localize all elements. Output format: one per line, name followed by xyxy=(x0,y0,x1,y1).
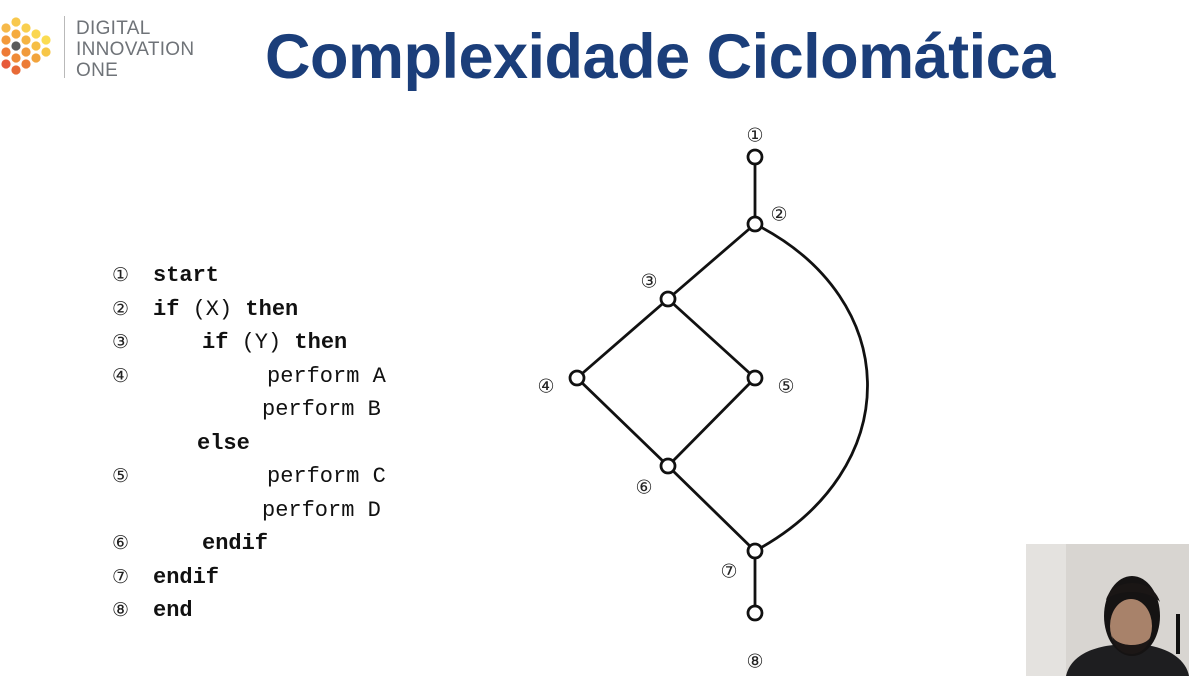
dio-logo: DIGITAL INNOVATION ONE xyxy=(0,12,230,84)
code-keyword: then xyxy=(245,296,299,322)
code-line: ① start xyxy=(112,259,472,293)
graph-node-n1 xyxy=(746,148,764,166)
graph-node-label: ② xyxy=(770,204,787,226)
code-keyword: if xyxy=(153,296,180,322)
code-line-number: ⑦ xyxy=(112,565,130,588)
graph-edge-n2-n3 xyxy=(667,222,756,301)
logo-line-2: INNOVATION xyxy=(76,39,195,60)
logo-dot xyxy=(11,53,21,63)
logo-dot xyxy=(1,23,11,33)
code-keyword: endif xyxy=(153,564,220,590)
code-line-number: ① xyxy=(112,264,130,286)
presenter-webcam xyxy=(1026,544,1189,676)
code-token: perform D xyxy=(262,497,381,523)
logo-dot xyxy=(21,35,31,45)
code-keyword: end xyxy=(153,598,193,623)
code-token: (X) xyxy=(179,296,246,322)
dio-hexagon-logo-icon xyxy=(1,17,51,75)
graph-edge-n6-n7 xyxy=(667,464,756,553)
logo-wordmark: DIGITAL INNOVATION ONE xyxy=(76,18,194,81)
code-line-text: perform B xyxy=(262,393,381,427)
code-line-text: end xyxy=(153,594,193,628)
code-line-number: ④ xyxy=(112,364,130,387)
graph-edge-n2-n7 xyxy=(754,222,869,553)
code-line-number: ⑤ xyxy=(112,465,130,487)
logo-dot xyxy=(1,35,11,45)
code-line: ⑥ endif xyxy=(112,527,472,561)
code-line: ④ perform A xyxy=(112,360,472,394)
logo-line-3: ONE xyxy=(76,60,119,81)
code-line-text: endif xyxy=(202,527,268,561)
code-keyword: if xyxy=(202,330,229,355)
graph-node-label: ⑥ xyxy=(635,477,652,499)
code-line: ⑦ endif xyxy=(112,561,472,595)
graph-node-label: ⑤ xyxy=(777,376,794,398)
code-keyword: else xyxy=(197,430,250,456)
graph-node-label: ① xyxy=(746,125,763,147)
logo-dot xyxy=(11,41,21,51)
logo-line-1: DIGITAL xyxy=(76,18,151,39)
graph-node-label: ⑦ xyxy=(720,561,737,583)
logo-dot xyxy=(11,65,21,75)
code-line-text: perform C xyxy=(267,460,386,494)
logo-dot xyxy=(21,47,31,57)
code-token: perform B xyxy=(262,397,381,422)
code-line: else xyxy=(112,427,472,461)
code-line-number: ⑧ xyxy=(112,599,130,621)
code-line: perform D xyxy=(112,494,472,528)
code-line: perform B xyxy=(112,393,472,427)
logo-dot xyxy=(21,59,31,69)
logo-dot xyxy=(1,59,11,69)
code-token: perform A xyxy=(267,363,386,389)
graph-edge-n3-n4 xyxy=(576,297,669,380)
code-line-number: ② xyxy=(112,297,130,320)
code-line-text: else xyxy=(197,427,250,461)
graph-edge-n4-n6 xyxy=(576,376,669,468)
code-token: perform C xyxy=(267,464,386,489)
logo-dot xyxy=(21,23,31,33)
graph-edge-n5-n6 xyxy=(667,377,756,467)
code-keyword: endif xyxy=(202,531,269,556)
presenter-image xyxy=(1026,544,1189,676)
logo-divider xyxy=(64,16,65,78)
graph-node-n3 xyxy=(659,290,677,308)
code-line: ⑤ perform C xyxy=(112,460,472,494)
graph-node-label: ⑧ xyxy=(746,651,763,673)
code-line: ⑧ end xyxy=(112,594,472,628)
logo-dot xyxy=(31,41,41,51)
logo-dot xyxy=(11,17,21,27)
graph-node-label: ④ xyxy=(537,376,554,398)
pseudocode-listing: ① start ② if (X) then ③ if (Y) then ④ perform A… xyxy=(112,259,472,628)
graph-node-label: ③ xyxy=(640,271,657,293)
graph-node-n6 xyxy=(659,457,677,475)
graph-node-n5 xyxy=(746,369,764,387)
graph-node-n4 xyxy=(568,369,586,387)
graph-node-n2 xyxy=(746,215,764,233)
logo-dot xyxy=(31,53,41,63)
code-line-text: if (X) then xyxy=(153,293,298,327)
code-line: ③ if (Y) then xyxy=(112,326,472,360)
logo-dot xyxy=(11,29,21,39)
logo-dot xyxy=(1,47,11,57)
graph-node-n7 xyxy=(746,542,764,560)
code-line-number: ⑥ xyxy=(112,532,130,554)
code-keyword: start xyxy=(153,263,220,288)
code-line-text: if (Y) then xyxy=(202,326,347,360)
code-token: (Y) xyxy=(228,330,295,355)
code-line-text: endif xyxy=(153,561,219,595)
code-line: ② if (X) then xyxy=(112,293,472,327)
code-keyword: then xyxy=(294,330,348,355)
graph-node-n8 xyxy=(746,604,764,622)
logo-dot xyxy=(41,35,51,45)
code-line-text: perform D xyxy=(262,494,381,528)
code-line-number: ③ xyxy=(112,331,130,353)
graph-edge-n3-n5 xyxy=(667,297,756,380)
logo-dot xyxy=(31,29,41,39)
logo-dot xyxy=(41,47,51,57)
code-line-text: start xyxy=(153,259,219,293)
slide-title: Complexidade Ciclomática xyxy=(265,22,1055,92)
code-line-text: perform A xyxy=(267,360,386,394)
